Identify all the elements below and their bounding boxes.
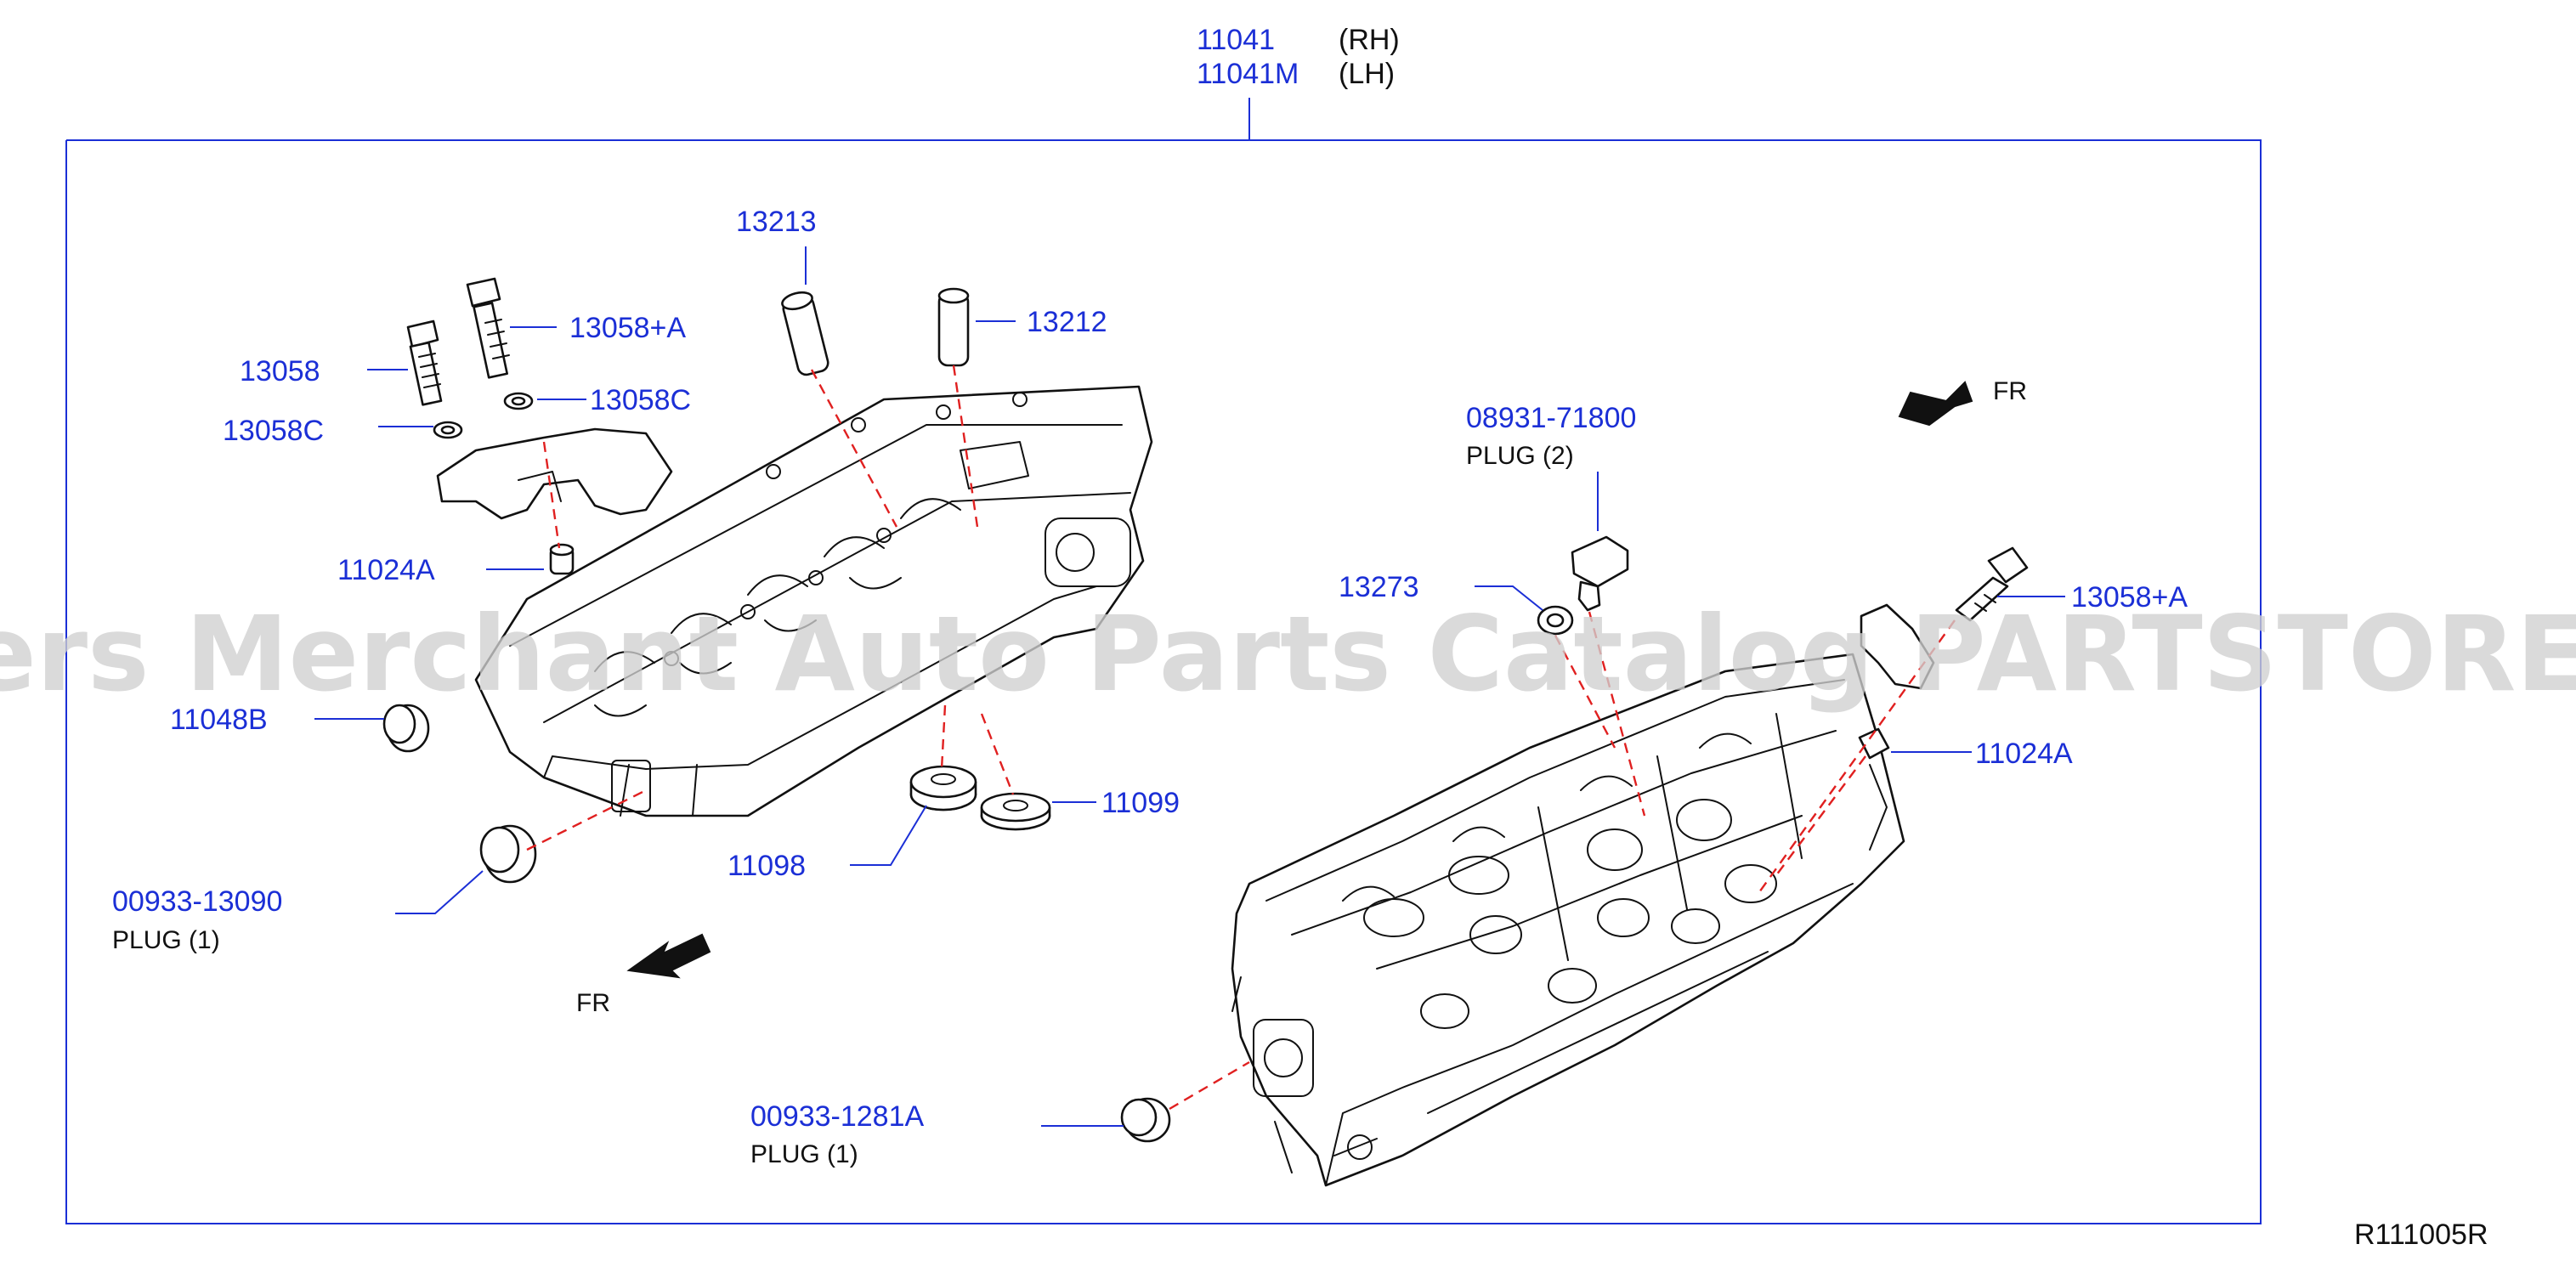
seal-11098-drawing	[909, 765, 977, 811]
pin-13212-drawing	[937, 287, 970, 367]
callout-11024a-left[interactable]: 11024A	[337, 554, 435, 586]
callout-13273[interactable]: 13273	[1339, 571, 1419, 603]
dowel-11024a-right-drawing	[1858, 727, 1890, 760]
pin-13213-drawing	[781, 291, 829, 376]
label-rh: (RH)	[1339, 24, 1400, 56]
callout-08931-71800[interactable]: 08931-71800	[1466, 402, 1636, 434]
assembly-lines	[526, 365, 1956, 1111]
plug-00933-1281a-drawing	[1120, 1097, 1171, 1143]
plug-08931-71800-drawing	[1571, 535, 1629, 612]
right-bracket-drawing	[1860, 603, 1935, 690]
callout-13058c-left[interactable]: 13058C	[223, 415, 324, 447]
plug-11048b-drawing	[382, 704, 430, 753]
label-lh: (LH)	[1339, 58, 1395, 90]
front-direction-arrow-left-icon	[626, 933, 711, 979]
leader-lines	[314, 246, 2065, 1127]
callout-11048b[interactable]: 11048B	[170, 704, 268, 736]
diagram-code: R111005R	[2354, 1219, 2488, 1251]
note-plug-1-left: PLUG (1)	[112, 926, 220, 954]
seal-11099-drawing	[980, 792, 1051, 831]
callout-00933-13090[interactable]: 00933-13090	[112, 885, 282, 918]
callout-13058c-right[interactable]: 13058C	[590, 384, 691, 416]
note-plug-2: PLUG (2)	[1466, 442, 1574, 470]
callout-13058a-left[interactable]: 13058+A	[569, 312, 686, 344]
callout-13212[interactable]: 13212	[1027, 306, 1107, 338]
callout-13058a-right[interactable]: 13058+A	[2071, 581, 2188, 614]
part-number-lh[interactable]: 11041M	[1197, 58, 1299, 90]
bolt-13058a-left-drawing	[466, 277, 510, 379]
washer-13273-drawing	[1537, 605, 1574, 636]
callout-13213[interactable]: 13213	[736, 206, 817, 238]
diagram-frame	[65, 98, 2262, 1224]
callout-13058[interactable]: 13058	[240, 355, 320, 387]
note-plug-1-bottom: PLUG (1)	[750, 1140, 858, 1168]
watermark-text: Offers Merchant Auto Parts Catalog PARTS…	[0, 594, 2576, 715]
fr-label-left: FR	[576, 989, 610, 1017]
fr-label-right: FR	[1993, 377, 2027, 405]
dowel-11024a-left-drawing	[549, 543, 575, 575]
part-number-rh[interactable]: 11041	[1197, 24, 1275, 56]
bolt-13058a-right-drawing	[1955, 546, 2029, 622]
bolt-13058-drawing	[406, 319, 443, 406]
right-cylinder-head-drawing	[1231, 653, 1905, 1187]
callout-11098[interactable]: 11098	[728, 850, 806, 882]
plug-00933-13090-drawing	[479, 824, 537, 884]
callout-11099[interactable]: 11099	[1101, 787, 1180, 819]
bracket-drawing	[436, 427, 673, 520]
front-direction-arrow-right-icon	[1898, 381, 1973, 427]
left-cylinder-head-drawing	[474, 385, 1153, 817]
callout-11024a-right[interactable]: 11024A	[1975, 738, 2073, 770]
callout-00933-1281a[interactable]: 00933-1281A	[750, 1100, 925, 1133]
